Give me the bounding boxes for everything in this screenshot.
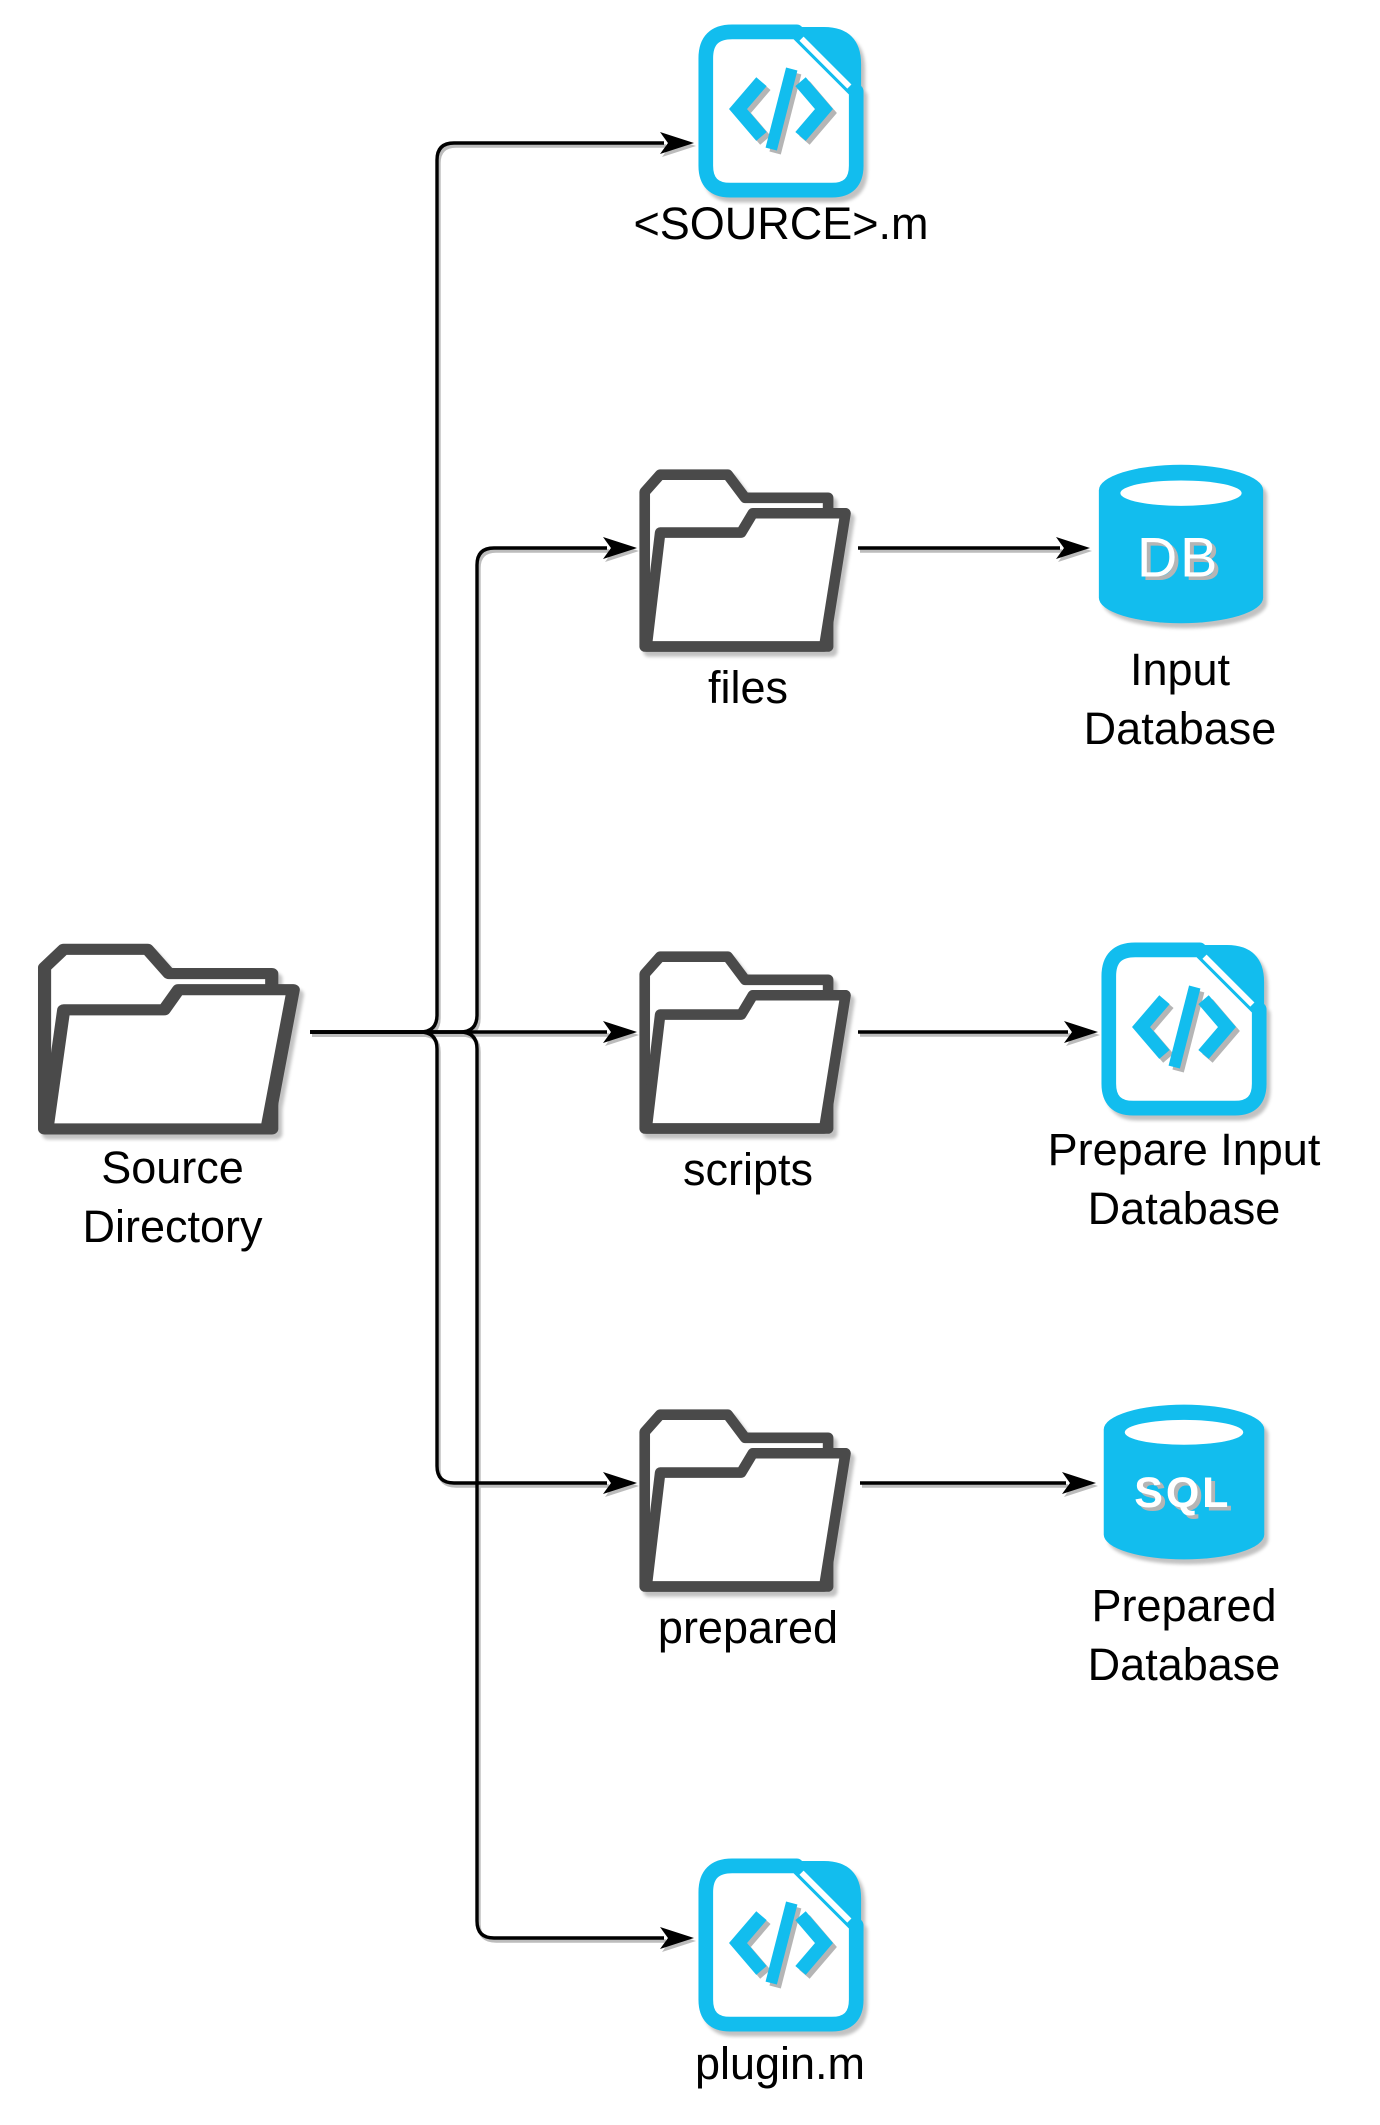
- node-label-prepared: prepared: [657, 1602, 839, 1653]
- node-label-plugin-file: plugin.m: [694, 2038, 866, 2089]
- arrowhead: [660, 1927, 694, 1949]
- sql-badge-shadow: SQL: [1138, 1473, 1235, 1521]
- folder-icon: [637, 438, 859, 658]
- code-file-icon: [1100, 940, 1268, 1118]
- folder-icon: [35, 915, 310, 1137]
- label-line: Directory: [82, 1201, 263, 1252]
- arrowhead: [603, 1021, 637, 1043]
- node-label-source-file: <SOURCE>.m: [633, 198, 929, 249]
- label-line: Prepare Input: [1047, 1124, 1321, 1175]
- arrowhead: [1062, 1472, 1096, 1494]
- node-prepared-folder: [637, 1378, 859, 1598]
- node-label-prepare-input-database: Prepare Input Database: [1000, 1120, 1368, 1238]
- node-input-database: DB DB: [1093, 460, 1269, 628]
- node-label-input-database: Input Database: [1030, 640, 1330, 758]
- node-source-file: [697, 22, 865, 200]
- connector-source-to-prepared: [310, 1030, 607, 1485]
- database-icon: SQL SQL: [1103, 1404, 1265, 1560]
- code-file-icon: [697, 22, 865, 200]
- database-icon: DB DB: [1098, 464, 1264, 624]
- db-badge: DB: [1137, 526, 1220, 588]
- arrowhead: [603, 1472, 637, 1494]
- arrowhead: [1064, 1021, 1098, 1043]
- connector-source-to-plugin: [310, 1030, 664, 1940]
- label-line: Database: [1087, 1639, 1281, 1690]
- label-line: Database: [1083, 703, 1277, 754]
- arrowheads: [603, 132, 1098, 1949]
- arrowhead: [1056, 537, 1090, 559]
- node-plugin-file: [697, 1856, 865, 2034]
- node-label-source-directory: Source Directory: [20, 1138, 325, 1256]
- db-badge-shadow: DB: [1141, 530, 1224, 592]
- label-line: Prepared: [1091, 1580, 1277, 1631]
- sql-badge: SQL: [1134, 1469, 1231, 1517]
- connector-source-to-files: [310, 546, 607, 1034]
- folder-icon: [637, 1378, 859, 1598]
- label-line: Source: [101, 1142, 244, 1193]
- label-line: Input: [1129, 644, 1231, 695]
- folder-icon: [637, 920, 859, 1140]
- node-scripts-folder: [637, 920, 859, 1140]
- node-label-files: files: [707, 662, 789, 713]
- arrowhead: [660, 132, 694, 154]
- label-line: Database: [1087, 1183, 1281, 1234]
- node-label-scripts: scripts: [682, 1144, 813, 1195]
- node-prepare-input-database: [1100, 940, 1268, 1118]
- node-label-prepared-database: Prepared Database: [1030, 1576, 1338, 1694]
- arrowhead: [603, 537, 637, 559]
- code-file-icon: [697, 1856, 865, 2034]
- connector-source-to-source-file: [310, 141, 664, 1034]
- node-files-folder: [637, 438, 859, 658]
- node-source-directory: [35, 915, 310, 1137]
- node-prepared-database: SQL SQL: [1098, 1400, 1270, 1564]
